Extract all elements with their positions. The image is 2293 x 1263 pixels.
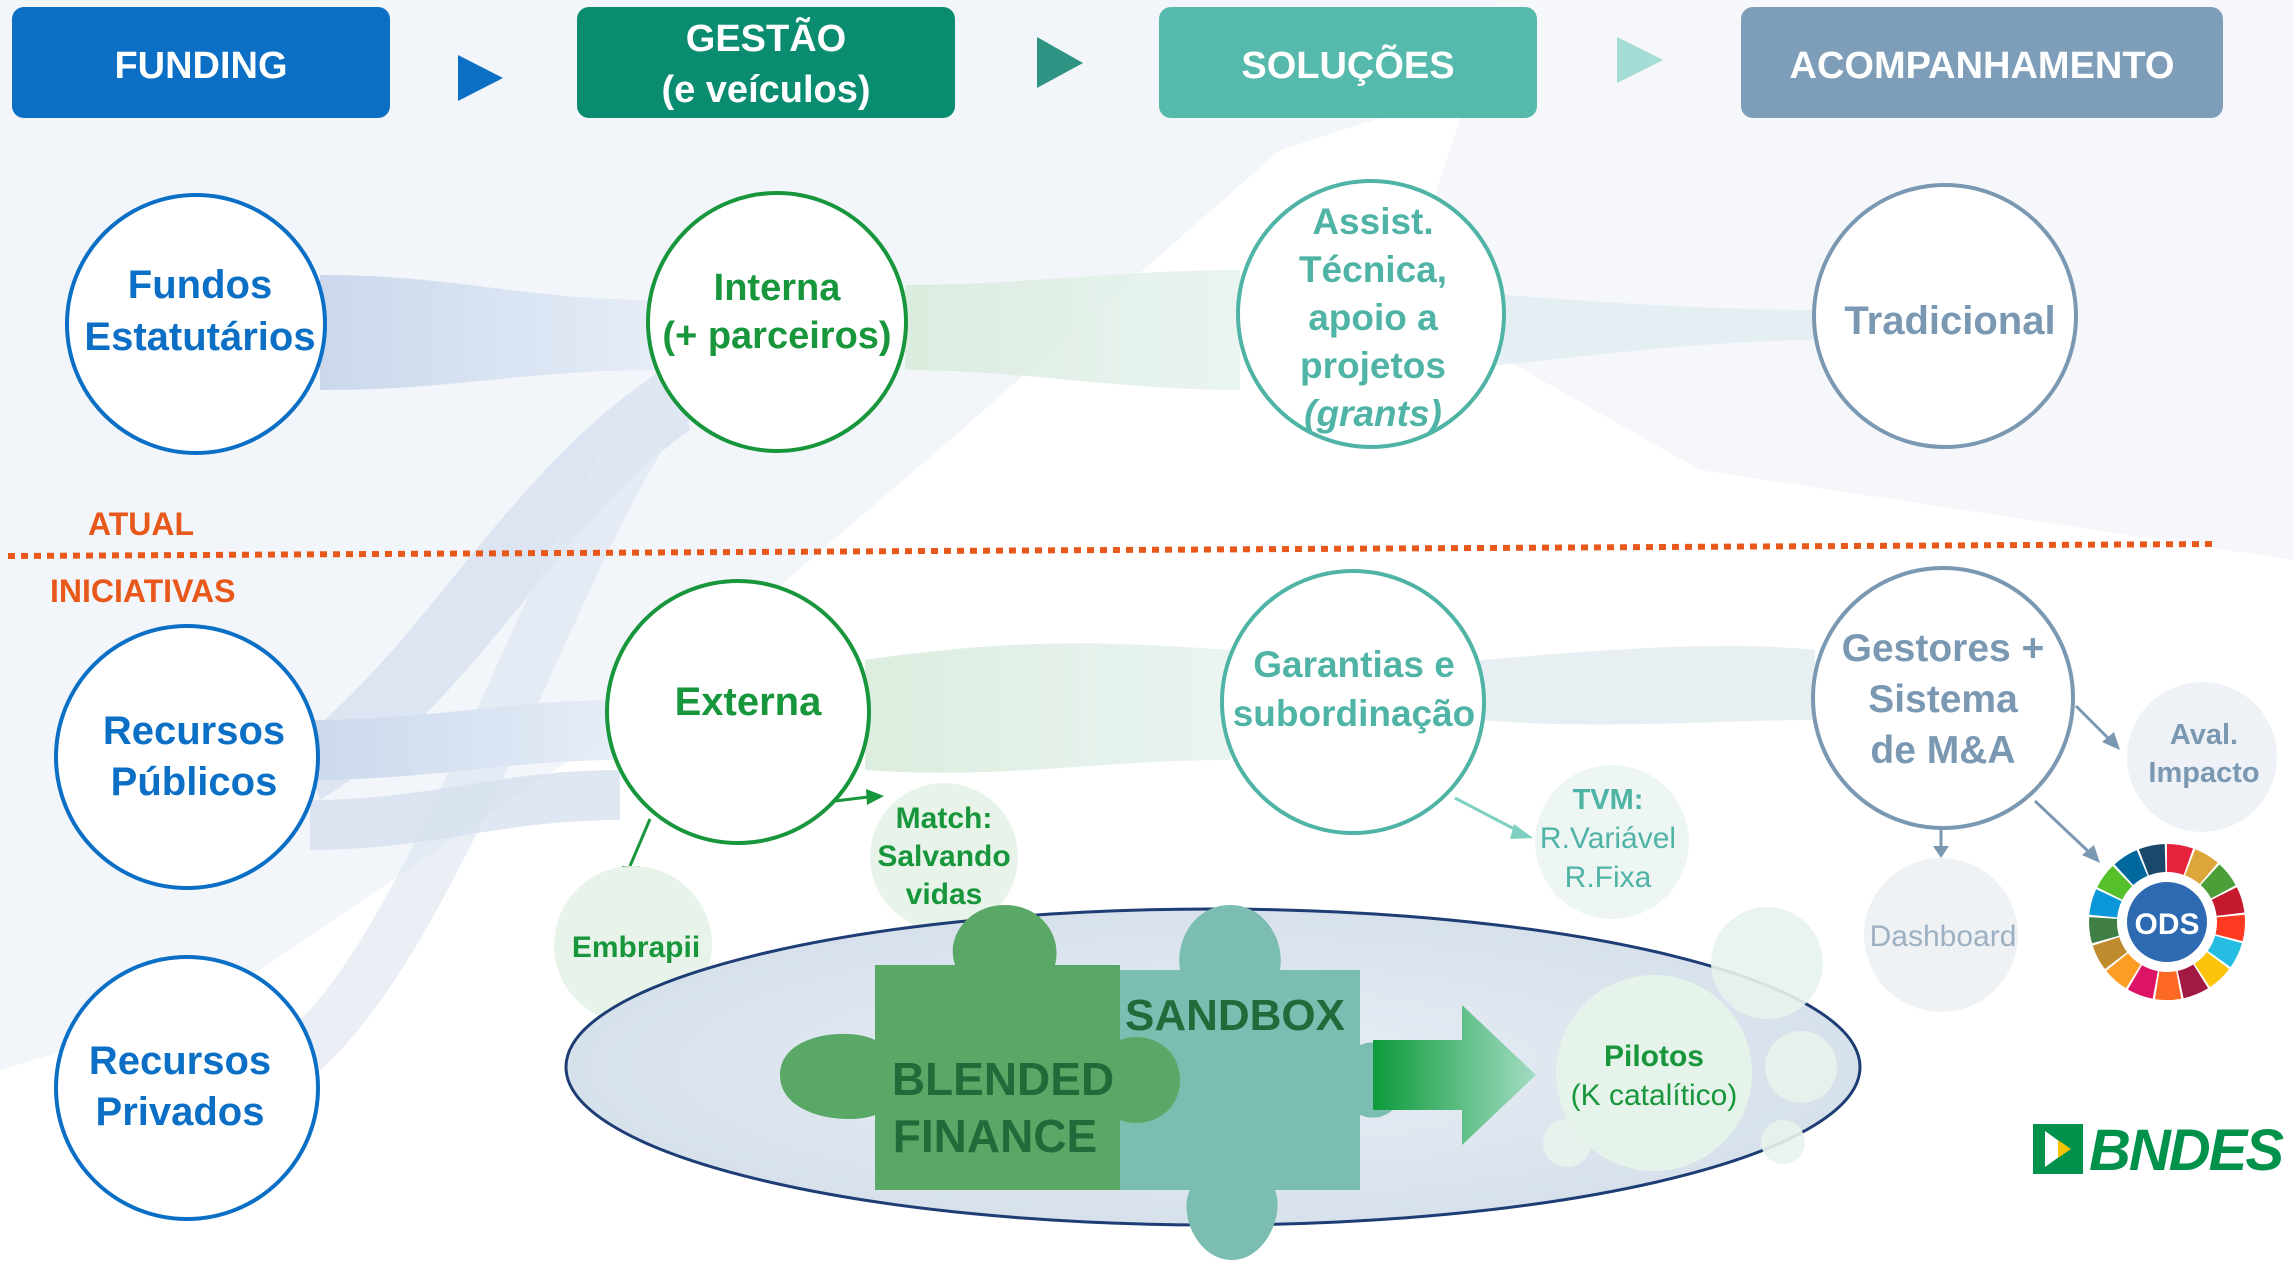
node-text: vidas [906, 878, 983, 911]
ods-wheel-segment [2194, 952, 2230, 988]
node-externa: Externa [605, 579, 871, 845]
node-text: R.Variável [1540, 822, 1676, 855]
ods-wheel-segment [2138, 844, 2166, 876]
node-text: ODS [2134, 908, 2199, 941]
arrow-right-icon [458, 55, 503, 101]
label-iniciativas: INICIATIVAS [50, 573, 235, 609]
flow-bands [300, 270, 1820, 1070]
node-text: Recursos [103, 709, 285, 753]
node-text: Interna [714, 267, 842, 309]
puzzle-pieces: SANDBOX BLENDED FINANCE [780, 905, 1405, 1260]
node-text: de M&A [1870, 729, 2015, 772]
node-text: Assist. [1312, 201, 1433, 242]
node-text: Match: [896, 802, 993, 835]
puzzle-piece-blended [780, 905, 1180, 1190]
node-text: (K catalítico) [1571, 1079, 1738, 1112]
node-garantias: Garantias e subordinação [1220, 569, 1486, 835]
ods-wheel-segment [2207, 935, 2242, 968]
node-dashboard: Dashboard [1864, 858, 2018, 1012]
bndes-logo: BNDES [2033, 1118, 2286, 1183]
node-text: Técnica, [1299, 249, 1447, 290]
ods-wheel-segment [2200, 864, 2236, 899]
ods-wheel-segment [2114, 850, 2148, 885]
arrow-right-icon [1037, 37, 1083, 88]
node-text: Embrapii [572, 931, 700, 964]
node-gestores: Gestores + Sistema de M&A [1811, 566, 2075, 830]
node-text: Dashboard [1870, 920, 2017, 953]
section-divider: ATUAL INICIATIVAS [7, 506, 2216, 609]
label-atual: ATUAL [88, 506, 194, 542]
stage-gestao-label-line2: (e veículos) [661, 69, 870, 111]
node-text: (grants) [1304, 393, 1442, 434]
ods-wheel-segment [2215, 914, 2246, 942]
puzzle-label-sandbox: SANDBOX [1125, 991, 1345, 1040]
arrow-right-icon [1617, 37, 1663, 83]
stage-gestao-label-line1: GESTÃO [686, 16, 846, 60]
node-text: Sistema [1868, 678, 2018, 721]
node-text: Gestores + [1842, 627, 2045, 670]
node-text: projetos [1300, 345, 1446, 386]
stage-funding-label: FUNDING [114, 45, 287, 87]
node-tradicional: Tradicional [1812, 183, 2078, 449]
ods-wheel: ODS [2089, 844, 2246, 1001]
node-pilotos: Pilotos (K catalítico) [1556, 975, 1752, 1171]
ods-wheel-segment [2155, 971, 2182, 1001]
stage-acompanhamento-box [1741, 7, 2223, 118]
node-text: Externa [675, 680, 822, 724]
stage-solucoes-label: SOLUÇÕES [1241, 43, 1454, 87]
node-assist-tecnica: Assist. Técnica, apoio a projetos (grant… [1236, 179, 1506, 449]
node-text: Pilotos [1604, 1040, 1704, 1073]
node-match: Match: Salvando vidas [870, 783, 1018, 931]
ods-wheel-segment [2211, 887, 2245, 916]
node-text: Privados [96, 1090, 265, 1134]
ods-wheel-segment [2127, 965, 2158, 999]
ods-wheel-segment [2089, 889, 2122, 918]
stage-funding-box [12, 7, 390, 118]
stage-acompanhamento-label: ACOMPANHAMENTO [1790, 45, 2175, 87]
ods-wheel-segment [2106, 953, 2141, 989]
node-tvm: TVM: R.Variável R.Fixa [1535, 765, 1689, 919]
node-text: subordinação [1233, 693, 1476, 734]
big-arrow-icon [1373, 1005, 1536, 1145]
divider-line [7, 541, 2216, 559]
node-text: Salvando [877, 840, 1010, 873]
stage-solucoes-box [1159, 7, 1537, 118]
node-text: Aval. [2170, 719, 2238, 751]
node-text: Públicos [111, 760, 278, 804]
node-text: Fundos [128, 263, 272, 307]
node-text: Garantias e [1253, 644, 1455, 685]
node-recursos-privados: Recursos Privados [54, 955, 320, 1221]
header-stages: FUNDING GESTÃO (e veículos) SOLUÇÕES ACO… [12, 7, 2223, 118]
node-interna: Interna (+ parceiros) [646, 191, 908, 453]
ods-wheel-segment [2097, 866, 2133, 900]
node-aval-impacto: Aval. Impacto [2127, 682, 2277, 832]
puzzle-label-blended: BLENDED [892, 1053, 1114, 1105]
node-text: Impacto [2148, 757, 2259, 789]
node-text: R.Fixa [1565, 861, 1652, 894]
node-text: (+ parceiros) [662, 315, 891, 357]
node-recursos-publicos: Recursos Públicos [54, 624, 320, 890]
puzzle-piece-sandbox [1120, 905, 1405, 1260]
ods-wheel-segment [2092, 937, 2128, 969]
ods-wheel-segment [2177, 964, 2209, 999]
node-text: apoio a [1308, 297, 1438, 338]
ods-wheel-segment [2167, 844, 2193, 875]
node-fundos-estatutarios: Fundos Estatutários [65, 193, 327, 455]
node-text: Estatutários [84, 315, 315, 359]
ods-wheel-segment [2089, 917, 2119, 944]
node-text: TVM: [1573, 784, 1644, 816]
ods-wheel-segment [2185, 849, 2218, 885]
node-text: Recursos [89, 1039, 271, 1083]
stage-gestao-box [577, 7, 955, 118]
bndes-logo-text: BNDES [2089, 1118, 2284, 1183]
node-text: Tradicional [1844, 299, 2055, 343]
puzzle-label-finance: FINANCE [893, 1110, 1097, 1162]
